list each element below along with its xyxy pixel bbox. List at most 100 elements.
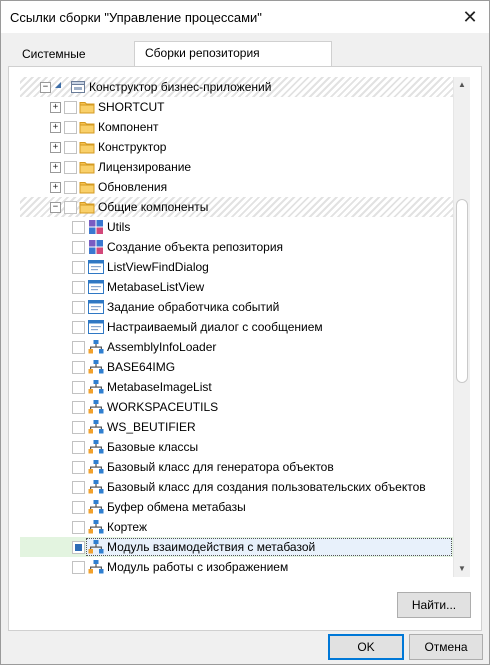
tree-row[interactable]: Базовый класс для генератора объектов [20, 457, 454, 477]
close-icon[interactable]: ✕ [462, 7, 478, 27]
tree-item-label: Буфер обмена метабазы [107, 500, 246, 514]
ok-button[interactable]: OK [328, 634, 404, 660]
tree-row[interactable]: AssemblyInfoLoader [20, 337, 454, 357]
form-icon [88, 279, 104, 295]
tree-item-label: Модуль работы с изображением [107, 560, 289, 574]
expand-icon[interactable]: + [50, 102, 61, 113]
assembly-icon [88, 479, 104, 495]
tree-checkbox[interactable] [72, 501, 85, 514]
tree-checkbox[interactable] [64, 201, 77, 214]
assembly-icon [88, 379, 104, 395]
tree-row[interactable]: Создание объекта репозитория [20, 237, 454, 257]
tree-checkbox[interactable] [72, 421, 85, 434]
tree-row[interactable]: MetabaseListView [20, 277, 454, 297]
tree-checkbox[interactable] [64, 141, 77, 154]
expand-icon[interactable]: + [50, 182, 61, 193]
tree-item-label: SHORTCUT [98, 100, 165, 114]
tree-row[interactable]: WORKSPACEUTILS [20, 397, 454, 417]
dialog-title: Ссылки сборки "Управление процессами" [10, 10, 262, 25]
tree-checkbox[interactable] [72, 281, 85, 294]
expand-icon[interactable]: + [50, 162, 61, 173]
scrollbar-thumb[interactable] [456, 199, 468, 383]
scroll-down-icon[interactable]: ▼ [458, 564, 466, 573]
tree-row[interactable]: Модуль взаимодействия с метабазой [20, 537, 454, 557]
assembly-icon [88, 539, 104, 555]
tree-checkbox[interactable] [72, 261, 85, 274]
tree-row[interactable]: +Конструктор [20, 137, 454, 157]
tab-system-assemblies[interactable]: Системные сборки [22, 47, 86, 81]
tree-checkbox[interactable] [64, 101, 77, 114]
tree-checkbox[interactable] [72, 401, 85, 414]
selection-highlight [86, 538, 452, 556]
tree-row[interactable]: + Компонент [20, 117, 454, 137]
tree-row[interactable]: +Лицензирование [20, 157, 454, 177]
expanded-triangle-icon [55, 82, 61, 88]
tree-item-label: AssemblyInfoLoader [107, 340, 217, 354]
tree-row[interactable]: Модуль работы с изображением [20, 557, 454, 577]
tree-row[interactable]: WS_BEUTIFIER [20, 417, 454, 437]
tree-row[interactable]: + SHORTCUT [20, 97, 454, 117]
tree-checkbox[interactable] [72, 361, 85, 374]
folder-icon [79, 119, 95, 135]
expand-icon[interactable]: + [50, 142, 61, 153]
tree-checkbox[interactable] [72, 481, 85, 494]
tree-checkbox[interactable] [72, 381, 85, 394]
folder-icon [79, 159, 95, 175]
tree-item-label: Модуль взаимодействия с метабазой [107, 540, 316, 554]
tree-item-label: Кортеж [107, 520, 148, 534]
assembly-icon [88, 419, 104, 435]
tree-checkbox[interactable] [72, 241, 85, 254]
tree-checkbox[interactable] [64, 161, 77, 174]
tree-checkbox[interactable] [72, 321, 85, 334]
tree-checkbox[interactable] [72, 521, 85, 534]
folder-icon [79, 139, 95, 155]
tree-row[interactable]: Буфер обмена метабазы [20, 497, 454, 517]
tree-item-label: Базовые классы [107, 440, 199, 454]
tree-item-label: Создание объекта репозитория [107, 240, 284, 254]
tree-item-label: Компонент [98, 120, 159, 134]
expand-icon[interactable]: + [50, 122, 61, 133]
tree-checkbox[interactable] [72, 461, 85, 474]
tab-panel [8, 66, 482, 631]
tree-row[interactable]: Utils [20, 217, 454, 237]
tree-row[interactable]: Настраиваемый диалог с сообщением [20, 317, 454, 337]
tree-checkbox[interactable] [72, 341, 85, 354]
cancel-button[interactable]: Отмена [409, 634, 483, 660]
tree-row[interactable]: ListViewFindDialog [20, 257, 454, 277]
unit-icon [88, 219, 104, 235]
folder-icon [79, 179, 95, 195]
assembly-icon [88, 519, 104, 535]
tree-row[interactable]: Базовые классы [20, 437, 454, 457]
tree-row[interactable]: Задание обработчика событий [20, 297, 454, 317]
tree-row[interactable]: Базовый класс для создания пользовательс… [20, 477, 454, 497]
scroll-up-icon[interactable]: ▲ [458, 80, 466, 89]
tree-row[interactable]: − Общие компоненты [20, 197, 454, 217]
tree-row[interactable]: MetabaseImageList [20, 377, 454, 397]
tree-checkbox[interactable] [72, 541, 85, 554]
tab-repository-assemblies[interactable]: Сборки репозитория "Warehouse" [134, 41, 332, 82]
tree-row[interactable]: BASE64IMG [20, 357, 454, 377]
tree-item-label: Конструктор бизнес-приложений [89, 80, 272, 94]
form-icon [88, 259, 104, 275]
collapse-icon[interactable]: − [50, 202, 61, 213]
folder-icon [79, 199, 95, 215]
tree-checkbox[interactable] [72, 221, 85, 234]
form-icon [88, 319, 104, 335]
find-button[interactable]: Найти... [397, 592, 471, 618]
tree-checkbox[interactable] [64, 181, 77, 194]
assembly-icon [88, 499, 104, 515]
tree-row[interactable]: − Конструктор бизнес-приложений [20, 77, 454, 97]
assembly-icon [88, 459, 104, 475]
tree-row[interactable]: Кортеж [20, 517, 454, 537]
tree-checkbox[interactable] [72, 301, 85, 314]
tree-checkbox[interactable] [64, 121, 77, 134]
assembly-icon [88, 559, 104, 575]
tree-row[interactable]: +Обновления [20, 177, 454, 197]
tree-item-label: Общие компоненты [98, 200, 209, 214]
tree-item-label: MetabaseListView [107, 280, 205, 294]
tree-checkbox[interactable] [72, 441, 85, 454]
tree-checkbox[interactable] [72, 561, 85, 574]
collapse-icon[interactable]: − [40, 82, 51, 93]
tree-scrollbar[interactable]: ▲ ▼ [453, 77, 470, 577]
